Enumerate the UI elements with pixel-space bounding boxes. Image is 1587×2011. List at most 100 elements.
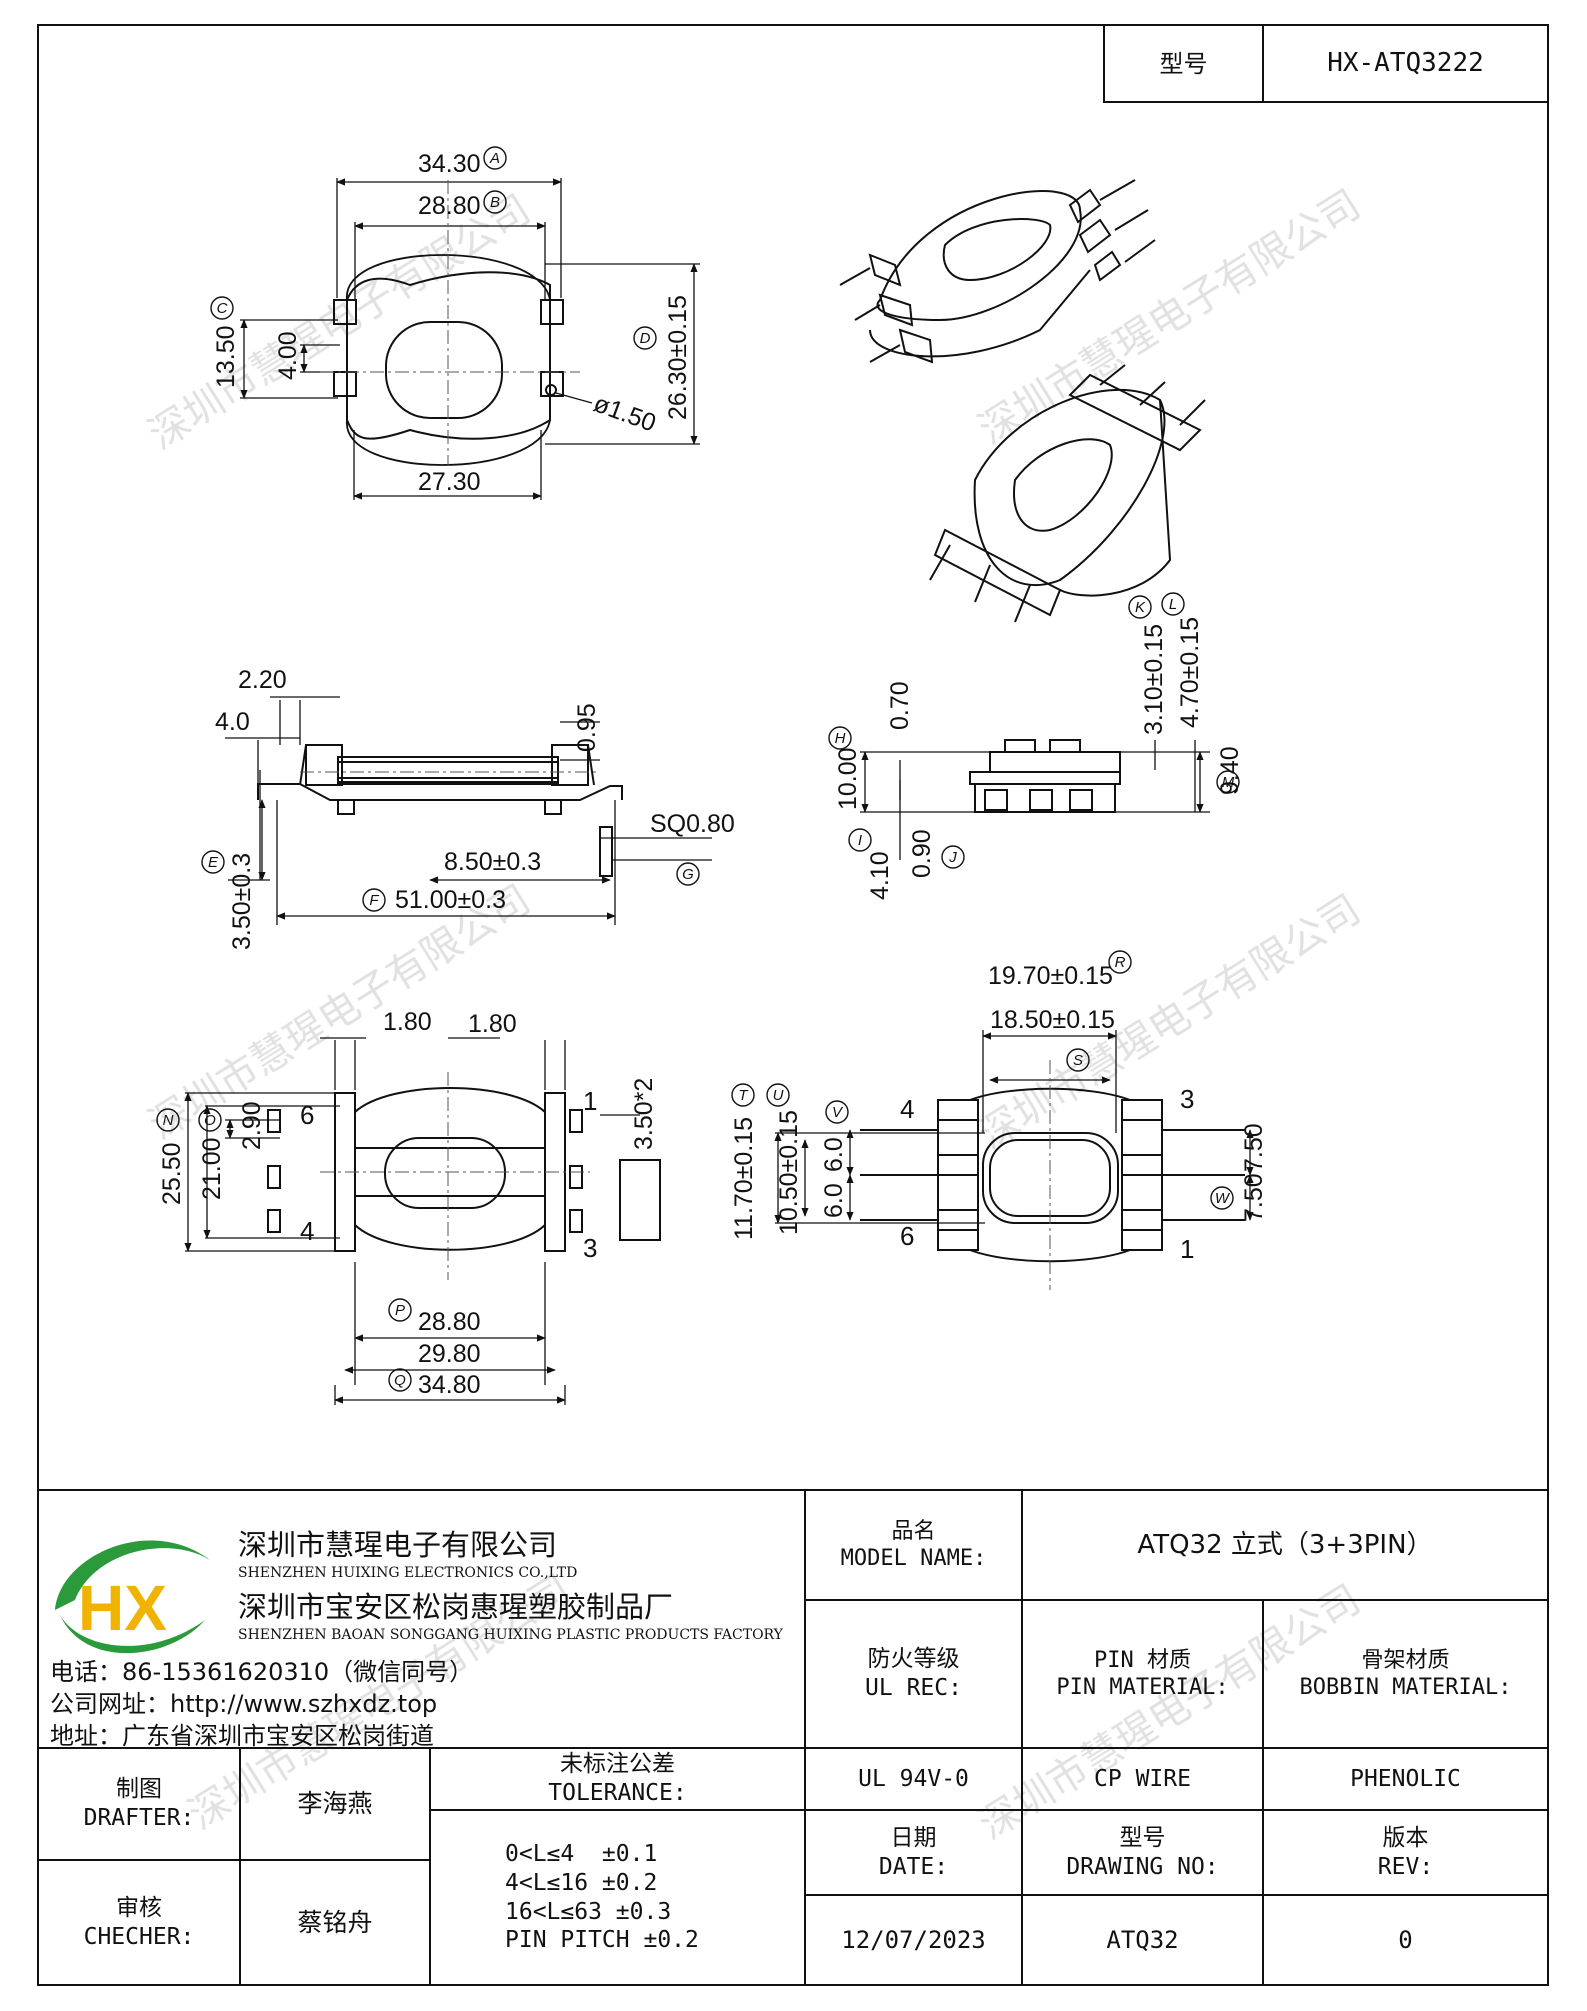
- logo-letters: HX: [78, 1572, 167, 1644]
- end-view: [969, 739, 1121, 813]
- date-value: 12/07/2023: [841, 1926, 986, 1954]
- callout-g: G: [682, 866, 694, 883]
- callout-e: E: [208, 854, 219, 871]
- cell-pin-material: CP WIRE: [1022, 1748, 1263, 1810]
- drafter-cn: 制图: [116, 1776, 162, 1803]
- rev-en: REV:: [1377, 1853, 1434, 1880]
- pin-material-value: CP WIRE: [1094, 1765, 1191, 1792]
- dim-t750b: 7.50: [1240, 1173, 1268, 1222]
- dim-b2880: 28.80: [418, 1308, 481, 1336]
- model-value-text: HX-ATQ3222: [1327, 48, 1484, 79]
- factory-name-en: SHENZHEN BAOAN SONGGANG HUIXING PLASTIC …: [238, 1627, 783, 1643]
- callout-circle: [483, 190, 507, 214]
- callout-circle: [1108, 950, 1132, 974]
- pin-6-bottom: 6: [300, 1100, 314, 1130]
- factory-name-cn: 深圳市宝安区松岗惠瑆塑胶制品厂: [238, 1590, 674, 1624]
- callout-w: W: [1215, 1190, 1231, 1207]
- callout-circles: [156, 146, 1240, 1392]
- cell-drawing-no-label: 型号 DRAWING NO:: [1022, 1810, 1263, 1895]
- callout-s: S: [1073, 1052, 1083, 1069]
- dim-s850: 8.50±0.3: [444, 848, 541, 876]
- dim-r410: 4.10: [866, 851, 894, 900]
- company-address: 地址：广东省深圳市宝安区松岗街道: [50, 1722, 434, 1750]
- dim-b180b: 1.80: [468, 1010, 517, 1038]
- cell-drafter-label: 制图 DRAFTER:: [38, 1748, 240, 1860]
- pin-3-front: 3: [1180, 1084, 1194, 1114]
- callout-i: I: [858, 832, 862, 849]
- cell-model-name-value: ATQ32 立式（3+3PIN）: [1022, 1490, 1548, 1600]
- callout-circle: [198, 1108, 222, 1132]
- cell-rev-value: 0: [1263, 1895, 1548, 1985]
- callout-circle: [1210, 1186, 1234, 1210]
- dim-d: 26.30±0.15: [664, 295, 692, 420]
- dim-labels: 34.30 28.80 13.50 4.00 26.30±0.15 ø1.50 …: [158, 150, 1268, 1399]
- callout-h: H: [835, 730, 846, 747]
- callout-circle: [676, 862, 700, 886]
- pin-numbers: 6 4 1 3 4 6 3 1: [300, 1084, 1194, 1264]
- title-block-grid: [38, 1489, 1548, 1985]
- dim-b3480: 34.80: [418, 1371, 481, 1399]
- ul-rating: UL 94V-0: [858, 1765, 969, 1792]
- bottom-view: [267, 1087, 661, 1252]
- drawing-no-value: ATQ32: [1106, 1926, 1179, 1954]
- model-name-en: MODEL NAME:: [840, 1546, 987, 1571]
- pin-6-front: 6: [900, 1221, 914, 1251]
- callout-circle: [201, 850, 225, 874]
- model-name-value: ATQ32 立式（3+3PIN）: [1137, 1529, 1433, 1560]
- callout-d: D: [640, 330, 651, 347]
- checker-cn: 审核: [116, 1894, 162, 1921]
- callout-circle: [1216, 770, 1240, 794]
- dim-b2100: 21.00: [198, 1137, 226, 1200]
- dim-s350: 3.50±0.3: [228, 853, 256, 950]
- cell-bobbin-material: PHENOLIC: [1263, 1748, 1548, 1810]
- pin-4-front: 4: [900, 1094, 914, 1124]
- iso-view-upper: [839, 179, 1156, 364]
- top-view-center-lines: [320, 180, 580, 465]
- callout-k: K: [1135, 599, 1146, 616]
- bobbin-material-en: BOBBIN MATERIAL:: [1299, 1675, 1512, 1700]
- model-value: HX-ATQ3222: [1263, 25, 1548, 102]
- dim-r090: 0.90: [908, 829, 936, 878]
- dim-r070: 0.70: [886, 681, 914, 730]
- cell-drawing-no-value: ATQ32: [1022, 1895, 1263, 1985]
- company-phone: 电话：86-15361620310（微信同号）: [50, 1658, 474, 1686]
- cell-tolerance-label: 未标注公差 TOLERANCE:: [430, 1748, 805, 1810]
- tolerance-line-2: 4<L≤16 ±0.2: [505, 1869, 658, 1896]
- cell-tolerance-table: 0<L≤4 ±0.1 4<L≤16 ±0.2 16<L≤63 ±0.3 PIN …: [430, 1810, 805, 1985]
- cell-rev-label: 版本 REV:: [1263, 1810, 1548, 1895]
- cell-checker-name: 蔡铭舟: [240, 1860, 430, 1985]
- callout-t: T: [738, 1087, 749, 1104]
- dim-b: 28.80: [418, 192, 481, 220]
- dim-t60b: 6.0: [820, 1183, 848, 1218]
- callout-circle: [362, 888, 386, 912]
- pin-4-bottom: 4: [300, 1216, 314, 1246]
- callout-letters: A B C D E F G H I J K L M N O P Q R S T …: [163, 150, 1235, 1389]
- callout-v: V: [832, 1104, 844, 1121]
- callout-n: N: [163, 1112, 174, 1129]
- dim-c4: 4.00: [274, 331, 302, 380]
- dim-sq: SQ0.80: [650, 810, 735, 838]
- cell-pin-material-label: PIN 材质 PIN MATERIAL:: [1022, 1600, 1263, 1748]
- fire-rating-cn: 防火等级: [867, 1646, 960, 1673]
- dim-t1050: 10.50±0.15: [775, 1110, 803, 1235]
- callout-circle: [1128, 595, 1152, 619]
- watermark: 深圳市慧瑆电子有限公司: [971, 182, 1367, 452]
- pin-3-bottom: 3: [583, 1233, 597, 1263]
- top-view-dims: [240, 178, 700, 500]
- callout-circle: [731, 1083, 755, 1107]
- callout-circle: [210, 296, 234, 320]
- cell-checker-label: 审核 CHECHER:: [38, 1860, 240, 1985]
- callout-r: R: [1115, 954, 1126, 971]
- dim-t60a: 6.0: [820, 1137, 848, 1172]
- dim-r1000: 10.00: [834, 747, 862, 810]
- bobbin-material-cn: 骨架材质: [1361, 1647, 1450, 1673]
- dim-b2980: 29.80: [418, 1340, 481, 1368]
- cell-bobbin-material-label: 骨架材质 BOBBIN MATERIAL:: [1263, 1600, 1548, 1748]
- dim-s095: 0.95: [573, 703, 601, 752]
- date-en: DATE:: [878, 1853, 949, 1880]
- tolerance-line-1: 0<L≤4 ±0.1: [505, 1841, 658, 1867]
- company-logo: HX: [55, 1540, 210, 1654]
- bobbin-material-value: PHENOLIC: [1350, 1765, 1461, 1792]
- company-name-cn: 深圳市慧瑆电子有限公司: [238, 1528, 558, 1562]
